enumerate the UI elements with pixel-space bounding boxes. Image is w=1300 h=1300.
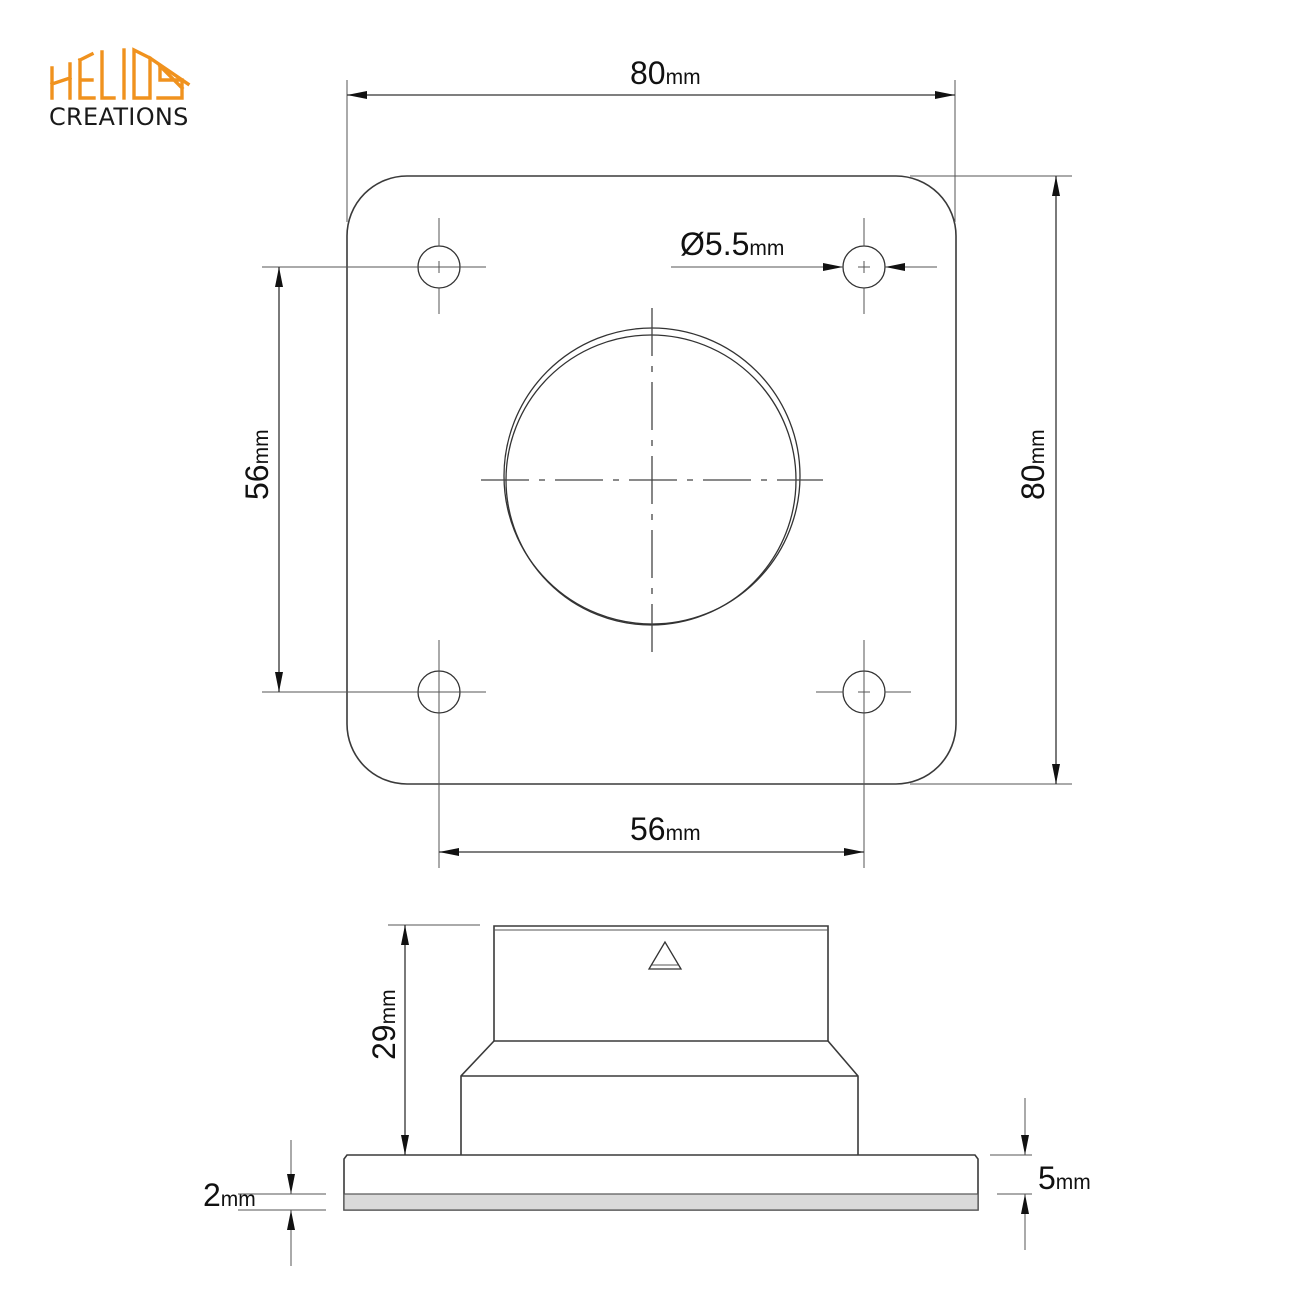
hole-spacing-vertical-label: 56mm (239, 429, 275, 500)
flange-thickness-dimension: 5mm (990, 1098, 1091, 1250)
mounting-hole-top-left (392, 218, 486, 314)
width-dim-label: 80mm (630, 55, 701, 91)
hole-spacing-vertical-dimension: 56mm (239, 266, 486, 693)
hole-spacing-horizontal-dimension: 56mm (438, 640, 865, 868)
bottom-layer-label: 2mm (203, 1177, 256, 1213)
plate-outline (346, 175, 957, 785)
center-bore (481, 308, 823, 652)
total-height-dimension: 29mm (366, 924, 480, 1155)
hole-spacing-horizontal-label: 56mm (630, 811, 701, 847)
logo-subtitle: CREATIONS (49, 103, 189, 131)
width-dimension: 80mm (346, 55, 956, 222)
lower-body (460, 1040, 859, 1155)
height-dim-label: 80mm (1015, 429, 1051, 500)
upper-collar (493, 925, 829, 1042)
mounting-hole-bottom-right (816, 645, 911, 740)
side-view: 29mm 5mm 2mm (203, 924, 1091, 1266)
hole-diameter-dimension: Ø5.5mm (671, 226, 937, 271)
helios-logo (48, 40, 198, 135)
hole-diameter-label: Ø5.5mm (680, 226, 784, 262)
top-view: 80mm 80mm 56mm 56mm (239, 55, 1072, 868)
triangle-marker-icon (647, 940, 683, 970)
bottom-layer (343, 1193, 979, 1211)
helios-logo-mark (49, 47, 191, 100)
bottom-layer-dimension: 2mm (203, 1140, 326, 1266)
flange-thickness-label: 5mm (1038, 1160, 1091, 1196)
mounting-hole-top-right (842, 218, 886, 314)
total-height-label: 29mm (366, 989, 402, 1060)
height-dimension: 80mm (910, 175, 1072, 785)
mounting-hole-bottom-left (340, 645, 486, 740)
